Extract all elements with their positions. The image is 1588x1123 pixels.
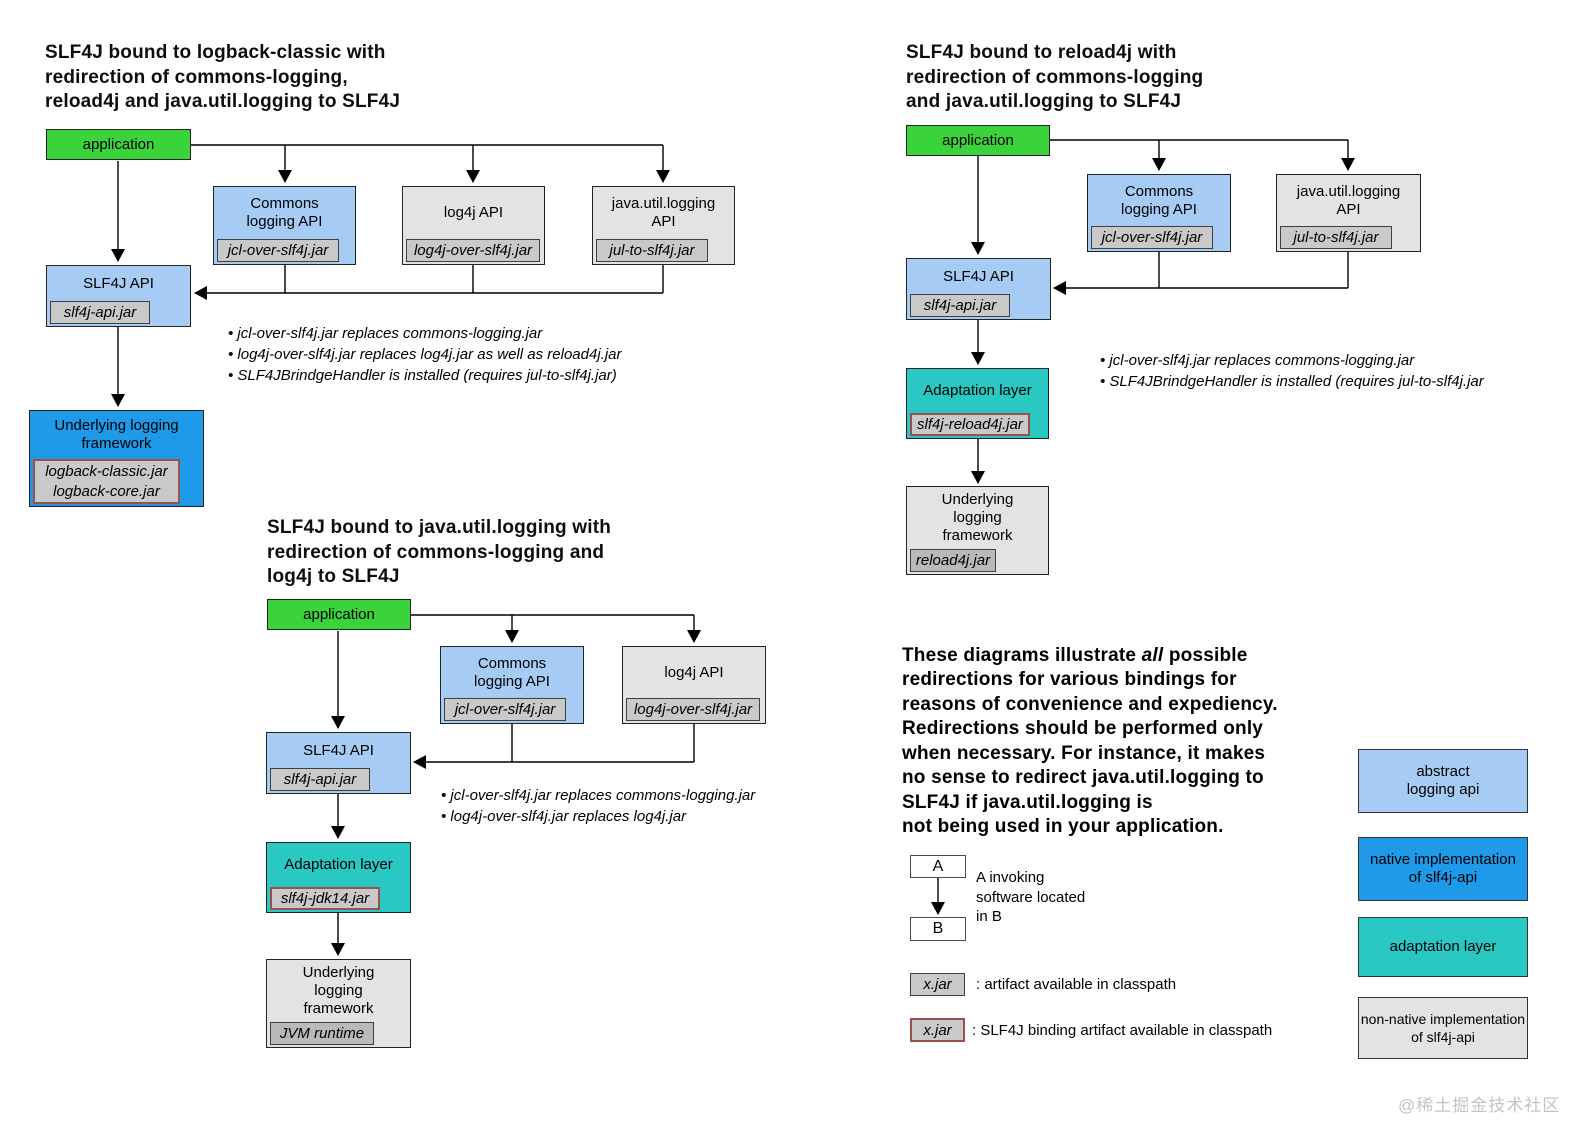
legend-node-a-label: A	[932, 857, 944, 875]
d0-application-label: application	[82, 135, 155, 153]
d1-log4j-over-slf4j-jar: log4j-over-slf4j.jar	[626, 698, 760, 721]
d2-slf4j-api-jar: slf4j-api.jar	[910, 294, 1010, 317]
d1-application-box: application	[267, 599, 411, 630]
d2-jul-api-box: java.util.logging API jul-to-slf4j.jar	[1276, 174, 1421, 252]
d2-application-box: application	[906, 125, 1050, 156]
d1-slf4j-label: SLF4J API	[303, 741, 374, 759]
legend-node-a: A	[910, 855, 966, 878]
d2-jul-to-slf4j-jar: jul-to-slf4j.jar	[1280, 226, 1392, 249]
legend-native-label: native implementation of slf4j-api	[1370, 851, 1516, 886]
d0-slf4j-api-jar: slf4j-api.jar	[50, 301, 150, 324]
explanatory-note: These diagrams illustrate all possible r…	[902, 619, 1347, 840]
bullet: • SLF4JBrindgeHandler is installed (requ…	[228, 367, 617, 384]
d0-underlying-label: Underlying logging framework	[54, 417, 179, 452]
legend-adaptation-label: adaptation layer	[1389, 938, 1497, 955]
d0-underlying-framework-box: Underlying logging framework logback-cla…	[29, 410, 204, 507]
d1-log4j-label: log4j API	[664, 663, 724, 681]
legend-non-native-implementation: non-native implementation of slf4j-api	[1358, 997, 1528, 1059]
d1-bullet-notes: • jcl-over-slf4j.jar replaces commons-lo…	[441, 785, 755, 827]
d2-slf4j-api-box: SLF4J API slf4j-api.jar	[906, 258, 1051, 320]
bullet: • log4j-over-slf4j.jar replaces log4j.ja…	[228, 346, 622, 363]
bullet: • jcl-over-slf4j.jar replaces commons-lo…	[1100, 352, 1415, 369]
d1-commons-label: Commons logging API	[474, 654, 550, 690]
bullet: • jcl-over-slf4j.jar replaces commons-lo…	[441, 787, 756, 804]
d0-jul-label: java.util.logging API	[611, 195, 716, 230]
d2-underlying-label: Underlying logging framework	[941, 491, 1014, 544]
d2-reload4j-jar: reload4j.jar	[910, 549, 996, 572]
d1-log4j-api-box: log4j API log4j-over-slf4j.jar	[622, 646, 766, 724]
bullet: • SLF4JBrindgeHandler is installed (requ…	[1100, 373, 1484, 390]
legend-invoke-caption: A invoking software located in B	[976, 869, 1086, 925]
d0-log4j-label: log4j API	[443, 204, 504, 221]
d1-underlying-framework-box: Underlying logging framework JVM runtime	[266, 959, 411, 1048]
d0-application-box: application	[46, 129, 191, 160]
d2-commons-logging-api-box: Commons logging API jcl-over-slf4j.jar	[1087, 174, 1231, 252]
legend-artifact-jar-label: x.jar	[923, 976, 952, 993]
d1-underlying-label: Underlying logging framework	[302, 964, 375, 1017]
d1-commons-logging-api-box: Commons logging API jcl-over-slf4j.jar	[440, 646, 584, 724]
legend-abstract-logging-api: abstract logging api	[1358, 749, 1528, 813]
legend-artifact-caption: : artifact available in classpath	[976, 976, 1177, 993]
d1-jcl-over-slf4j-jar: jcl-over-slf4j.jar	[444, 698, 566, 721]
d2-adaptation-layer-box: Adaptation layer slf4j-reload4j.jar	[906, 368, 1049, 439]
diagram-logback-title: SLF4J bound to logback-classic with redi…	[45, 42, 401, 112]
d1-slf4j-api-jar: slf4j-api.jar	[270, 768, 370, 791]
d1-adaptation-label: Adaptation layer	[284, 856, 393, 873]
legend-binding-caption: : SLF4J binding artifact available in cl…	[972, 1022, 1273, 1039]
legend-native-implementation: native implementation of slf4j-api	[1358, 837, 1528, 901]
d1-jvm-runtime-jar: JVM runtime	[270, 1022, 374, 1045]
legend-binding-jar-label: x.jar	[923, 1021, 952, 1039]
d0-jul-api-box: java.util.logging API jul-to-slf4j.jar	[592, 186, 735, 265]
d0-logback-jars: logback-classic.jar logback-core.jar	[33, 459, 180, 504]
watermark: @稀土掘金技术社区	[1398, 1096, 1561, 1115]
d0-jcl-over-slf4j-jar: jcl-over-slf4j.jar	[217, 239, 339, 262]
diagram-reload4j-title: SLF4J bound to reload4j with redirection…	[906, 42, 1204, 112]
legend-adaptation-layer: adaptation layer	[1358, 917, 1528, 977]
d1-slf4j-api-box: SLF4J API slf4j-api.jar	[266, 732, 411, 794]
legend-node-b: B	[910, 917, 966, 941]
d2-slf4j-label: SLF4J API	[943, 267, 1014, 285]
diagram-jul-title: SLF4J bound to java.util.logging with re…	[267, 517, 612, 587]
d2-bullet-notes: • jcl-over-slf4j.jar replaces commons-lo…	[1100, 350, 1484, 392]
d0-jul-to-slf4j-jar: jul-to-slf4j.jar	[596, 239, 708, 262]
d0-commons-logging-api-box: Commons logging API jcl-over-slf4j.jar	[213, 186, 356, 265]
d0-slf4j-label: SLF4J API	[83, 274, 154, 292]
d0-slf4j-api-box: SLF4J API slf4j-api.jar	[46, 265, 191, 327]
d1-adaptation-layer-box: Adaptation layer slf4j-jdk14.jar	[266, 842, 411, 913]
d2-slf4j-reload4j-jar: slf4j-reload4j.jar	[910, 413, 1030, 436]
d2-jcl-over-slf4j-jar: jcl-over-slf4j.jar	[1091, 226, 1213, 249]
d0-bullet-notes: • jcl-over-slf4j.jar replaces commons-lo…	[228, 323, 622, 386]
bullet: • jcl-over-slf4j.jar replaces commons-lo…	[228, 325, 543, 342]
d1-application-label: application	[303, 605, 375, 623]
legend-binding-jar: x.jar	[910, 1018, 965, 1042]
d2-underlying-framework-box: Underlying logging framework reload4j.ja…	[906, 486, 1049, 575]
note-suffix: possible redirections for various bindin…	[902, 644, 1278, 838]
note-prefix: These diagrams illustrate	[902, 644, 1142, 666]
d0-log4j-over-slf4j-jar: log4j-over-slf4j.jar	[406, 239, 540, 262]
legend-non-native-label: non-native implementation of slf4j-api	[1360, 1011, 1526, 1045]
d0-commons-label: Commons logging API	[246, 195, 323, 230]
d2-application-label: application	[942, 131, 1014, 149]
d1-slf4j-jdk14-jar: slf4j-jdk14.jar	[270, 887, 380, 910]
d2-commons-label: Commons logging API	[1121, 182, 1197, 218]
bullet: • log4j-over-slf4j.jar replaces log4j.ja…	[441, 808, 687, 825]
d2-adaptation-label: Adaptation layer	[923, 382, 1032, 399]
legend-artifact-jar: x.jar	[910, 973, 965, 996]
d0-log4j-api-box: log4j API log4j-over-slf4j.jar	[402, 186, 545, 265]
note-emphasis: all	[1141, 644, 1164, 666]
legend-node-b-label: B	[932, 920, 944, 937]
legend-abstract-label: abstract logging api	[1406, 763, 1480, 798]
d2-jul-label: java.util.logging API	[1296, 182, 1401, 218]
